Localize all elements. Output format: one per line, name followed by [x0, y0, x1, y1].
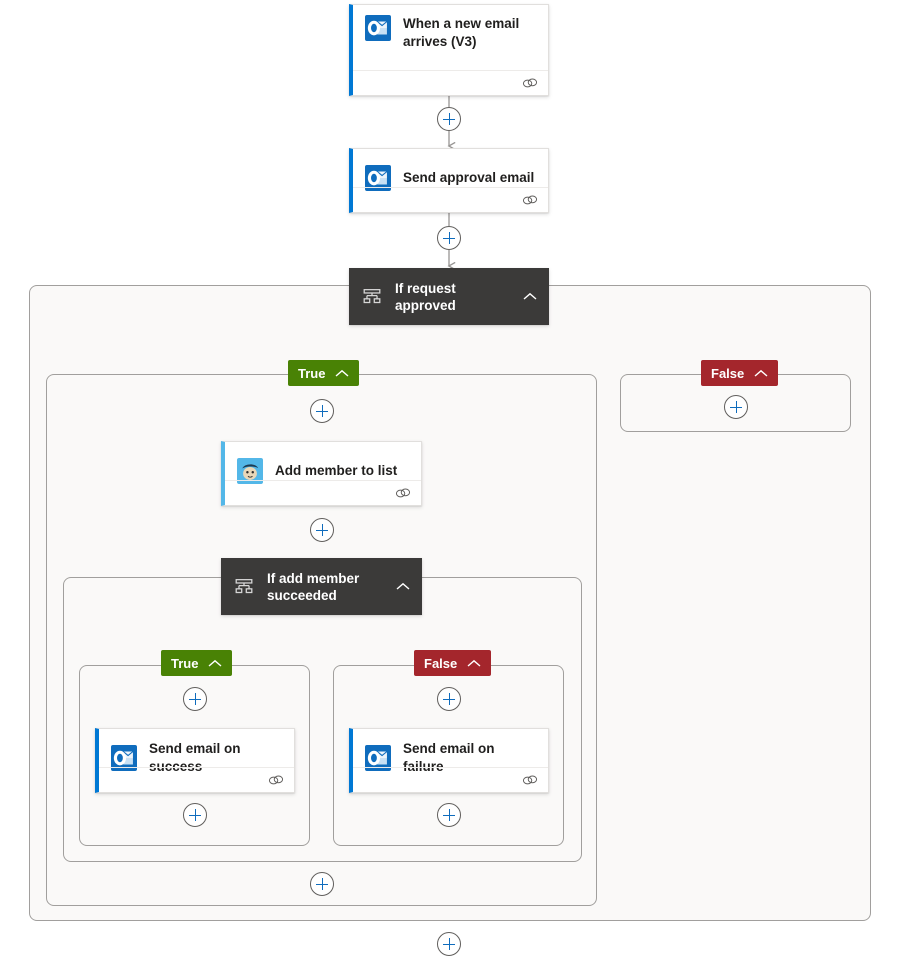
- add-step-true-before-add-member[interactable]: [310, 399, 334, 423]
- card-title: Send email on failure: [403, 741, 495, 774]
- add-step-true-outer-bottom[interactable]: [310, 872, 334, 896]
- card-footer: [225, 480, 421, 505]
- connections-icon[interactable]: [522, 77, 538, 89]
- outlook-icon: [365, 15, 391, 41]
- card-footer: [353, 70, 548, 95]
- chevron-up-icon[interactable]: [467, 659, 481, 668]
- card-title: If add member succeeded: [267, 570, 360, 603]
- outlook-icon: [365, 165, 391, 191]
- chevron-up-icon[interactable]: [523, 292, 537, 301]
- connections-icon[interactable]: [522, 774, 538, 786]
- branch-label-false-inner[interactable]: False: [414, 650, 492, 676]
- connections-icon[interactable]: [395, 487, 411, 499]
- add-step-true-inner-bottom[interactable]: [183, 803, 207, 827]
- card-footer: [99, 767, 294, 792]
- chevron-up-icon[interactable]: [208, 659, 222, 668]
- chevron-up-icon[interactable]: [396, 582, 410, 591]
- branch-label-true-outer[interactable]: True: [288, 360, 360, 386]
- card-title: When a new email arrives (V3): [403, 16, 520, 49]
- branch-label-text: False: [424, 655, 458, 671]
- add-step-flow-bottom[interactable]: [437, 932, 461, 956]
- branch-label-text: False: [711, 365, 745, 381]
- branch-label-text: True: [298, 365, 326, 381]
- branch-label-false-outer[interactable]: False: [701, 360, 779, 386]
- connections-icon[interactable]: [268, 774, 284, 786]
- card-header: Send email on success: [99, 729, 294, 787]
- condition-icon: [235, 578, 253, 593]
- card-header: Send email on failure: [353, 729, 548, 787]
- chevron-up-icon[interactable]: [335, 369, 349, 378]
- outlook-icon: [365, 745, 391, 771]
- mailchimp-icon: [237, 458, 263, 484]
- outlook-icon: [111, 745, 137, 771]
- card-send-approval-email[interactable]: Send approval email: [349, 148, 549, 213]
- card-if-request-approved[interactable]: If request approved: [349, 268, 549, 325]
- add-step-after-trigger[interactable]: [437, 107, 461, 131]
- add-step-false-outer[interactable]: [724, 395, 748, 419]
- card-title: Send approval email: [403, 170, 535, 185]
- card-add-member-to-list[interactable]: Add member to list: [221, 441, 422, 506]
- add-step-after-send-approval[interactable]: [437, 226, 461, 250]
- card-footer: [353, 767, 548, 792]
- add-step-false-inner-top[interactable]: [437, 687, 461, 711]
- card-send-email-on-success[interactable]: Send email on success: [95, 728, 295, 793]
- connections-icon[interactable]: [522, 194, 538, 206]
- card-when-a-new-email-arrives[interactable]: When a new email arrives (V3): [349, 4, 549, 96]
- condition-icon: [363, 288, 381, 303]
- add-step-true-after-add-member[interactable]: [310, 518, 334, 542]
- branch-label-true-inner[interactable]: True: [161, 650, 233, 676]
- card-title: If request approved: [395, 280, 456, 313]
- card-footer: [353, 187, 548, 212]
- card-header: Send approval email: [353, 149, 548, 207]
- branch-label-text: True: [171, 655, 199, 671]
- card-header: Add member to list: [225, 442, 421, 500]
- card-send-email-on-failure[interactable]: Send email on failure: [349, 728, 549, 793]
- card-if-add-member-succeeded[interactable]: If add member succeeded: [221, 558, 422, 615]
- card-header: When a new email arrives (V3): [353, 5, 548, 63]
- add-step-false-inner-bottom[interactable]: [437, 803, 461, 827]
- add-step-true-inner-top[interactable]: [183, 687, 207, 711]
- card-title: Send email on success: [149, 741, 241, 774]
- chevron-up-icon[interactable]: [754, 369, 768, 378]
- card-title: Add member to list: [275, 463, 398, 478]
